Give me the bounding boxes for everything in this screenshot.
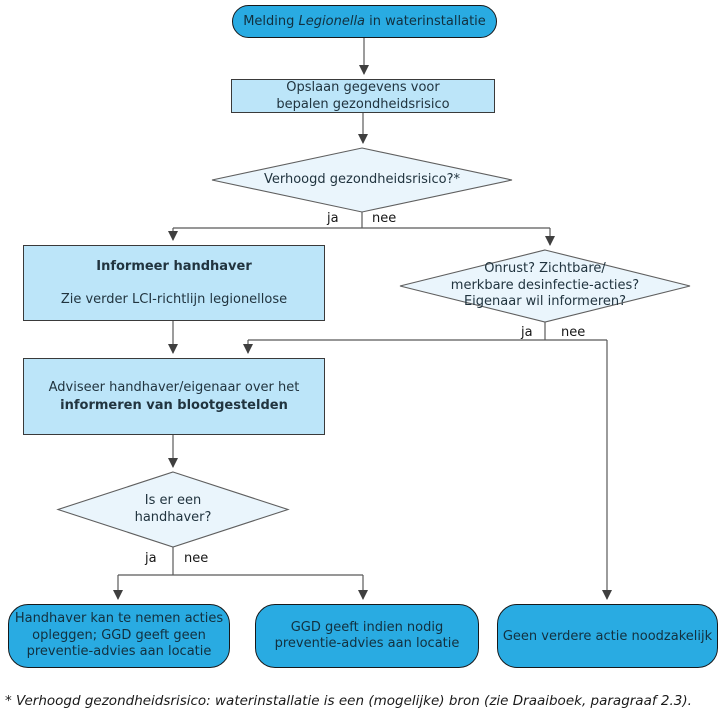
- store-line1: Opslaan gegevens voor: [286, 80, 440, 95]
- decision-enforcer-line1: Is er een: [144, 493, 202, 508]
- outcome-enforcer-line3: preventie-advies aan locatie: [26, 644, 212, 660]
- decision-unrest-diamond: [399, 249, 691, 323]
- edge-label-risk-ja: ja: [327, 211, 339, 226]
- outcome-enforcer-line2: opleggen; GGD geeft geen: [32, 627, 206, 643]
- edge-label-unrest-ja: ja: [521, 325, 533, 340]
- start-node-label: Melding Legionella in waterinstallatie: [243, 14, 486, 29]
- inform-enforcer-subtitle: Zie verder LCI-richtlijn legionellose: [60, 292, 288, 307]
- connector-lines: [56, 37, 691, 601]
- store-line2: bepalen gezondheidsrisico: [276, 97, 450, 112]
- outcome-ggd-line1: GGD geeft indien nodig: [290, 619, 444, 635]
- decision-risk-label: Verhoogd gezondheidsrisico?*: [263, 171, 460, 187]
- inform-enforcer-title: Informeer handhaver: [96, 259, 252, 274]
- decision-unrest-line3: Eigenaar wil informeren?: [463, 294, 627, 310]
- decision-risk-diamond: [211, 147, 513, 213]
- decision-unrest-label: Onrust? Zichtbare/ merkbare desinfectie-…: [400, 250, 690, 322]
- advise-node: Adviseer handhaver/eigenaar over het inf…: [23, 358, 325, 435]
- inform-enforcer-node: Informeer handhaver Zie verder LCI-richt…: [23, 245, 325, 321]
- decision-enforcer-label: Is er een handhaver?: [58, 472, 288, 547]
- outcome-enforcer-node: Handhaver kan te nemen acties opleggen; …: [8, 604, 230, 668]
- outcome-none-label: Geen verdere actie noodzakelijk: [502, 628, 713, 644]
- outcome-enforcer-line1: Handhaver kan te nemen acties: [14, 611, 224, 627]
- outcome-ggd-node: GGD geeft indien nodig preventie-advies …: [255, 604, 479, 668]
- edge-label-unrest-nee: nee: [561, 325, 586, 340]
- decision-enforcer-line2: handhaver?: [134, 509, 212, 525]
- advise-line1: Adviseer handhaver/eigenaar over het: [48, 379, 300, 395]
- edge-label-risk-nee: nee: [372, 211, 397, 226]
- edge-label-enforcer-ja: ja: [145, 551, 157, 566]
- edge-label-enforcer-nee: nee: [184, 551, 209, 566]
- store-data-node: Opslaan gegevens voor bepalen gezondheid…: [231, 79, 495, 113]
- start-node: Melding Legionella in waterinstallatie: [232, 5, 497, 38]
- decision-enforcer-diamond: [56, 471, 290, 548]
- advise-line2: informeren van blootgestelden: [60, 397, 288, 413]
- decision-unrest-line2: merkbare desinfectie-acties?: [450, 277, 640, 293]
- decision-unrest-line1: Onrust? Zichtbare/: [484, 261, 606, 277]
- outcome-none-node: Geen verdere actie noodzakelijk: [497, 604, 718, 668]
- outcome-ggd-line2: preventie-advies aan locatie: [274, 636, 460, 651]
- footnote: * Verhoogd gezondheidsrisico: waterinsta…: [5, 693, 692, 709]
